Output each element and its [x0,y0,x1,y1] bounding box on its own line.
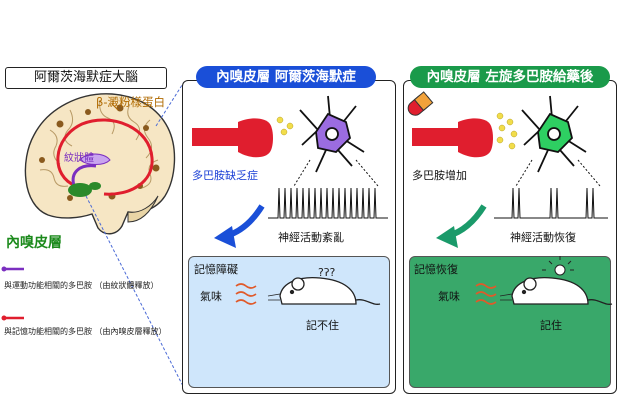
axon-terminal-2 [412,118,493,158]
brain-folds [39,99,159,189]
activity-restored-label: 神經活動恢復 [510,231,576,244]
cerebellum [127,195,159,223]
zoom-line-top [155,81,185,127]
smell-waves-1 [235,283,257,305]
entorhinal-cortex-shape [68,183,92,197]
striatum-shape [79,153,111,165]
legend-motor-text: 與運動功能相關的多巴胺 （由紋狀體釋放） [4,281,159,290]
activity-disordered-label: 神經活動紊亂 [278,231,344,244]
smell-waves-2 [475,283,497,305]
memory-box-impaired [188,256,390,388]
panel-alzheimer-banner: 內嗅皮層 阿爾茨海默症 [196,66,376,88]
panel-levodopa-banner: 內嗅皮層 左旋多巴胺給藥後 [410,66,610,88]
neuron-2 [521,95,587,173]
mouse-1 [267,276,381,305]
motor-dopamine-pathway [71,164,97,187]
pill-icon [407,91,434,116]
zoom-line-bottom [85,195,185,389]
memory-box-restored [409,256,611,388]
dopamine-deficiency-label: 多巴胺缺乏症 [192,169,258,182]
confused-marks: ?ʔ? [318,266,335,279]
memory-impaired-title: 記憶障礙 [194,263,238,276]
brain-title: 阿爾茨海默症大腦 [5,67,167,89]
striatum-label: 紋狀體 [64,153,94,164]
dopamine-dots-2 [496,112,518,150]
remember-label: 記住 [540,319,562,332]
smell-label-1: 氣味 [200,290,222,303]
smell-label-2: 氣味 [438,290,460,303]
amyloid-label: β-澱粉樣蛋白 [96,95,165,109]
entorhinal-cortex-label: 內嗅皮層 [6,235,62,251]
spike-train-2 [494,187,608,219]
idea-lightbulb-icon [542,256,574,276]
neuron-1 [299,95,365,173]
dopamine-dots-1 [276,116,294,136]
spike-train-1 [268,187,388,219]
cannot-remember-label: 記不住 [306,319,339,332]
memory-dopamine-pathway [56,118,154,196]
dopamine-increase-label: 多巴胺增加 [412,169,467,182]
memory-restored-title: 記憶恢復 [414,263,458,276]
axon-terminal-1 [192,118,273,158]
legend-memory-text: 與記憶功能相關的多巴胺 （由內嗅皮層釋放） [4,327,167,336]
mouse-2 [499,276,613,305]
